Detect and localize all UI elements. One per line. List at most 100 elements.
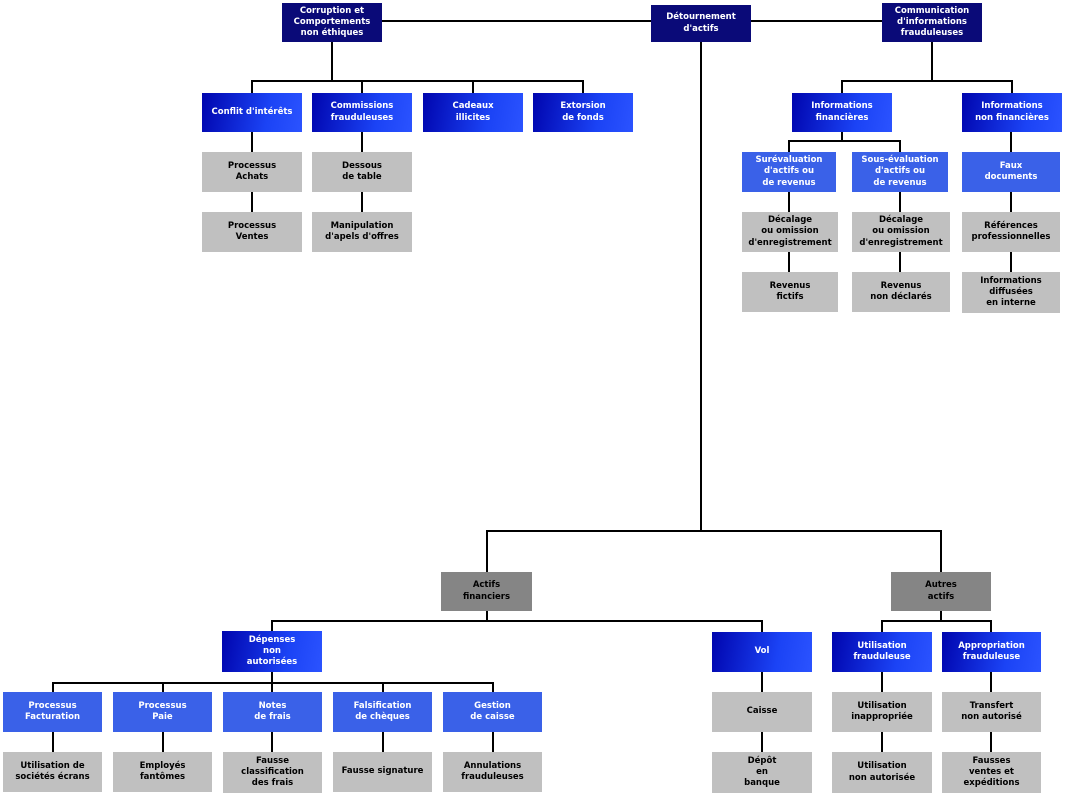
node-vol: Vol [712,632,812,672]
connector-line [271,620,273,631]
connector-line [361,192,363,212]
node-detournement-actifs: Détournement d'actifs [651,5,751,42]
connector-line [492,732,494,752]
connector-line [881,732,883,752]
node-corruption: Corruption et Comportements non éthiques [282,3,382,42]
node-utilisation-inappropriee: Utilisation inappropriée [832,692,932,732]
node-processus-facturation: Processus Facturation [3,692,102,732]
connector-line [990,620,992,632]
connector-line [841,80,843,93]
connector-line [486,611,488,622]
node-informations-diffusees-interne: Informations diffusées en interne [962,272,1060,313]
node-manipulation-apels-offres: Manipulation d'apels d'offres [312,212,412,252]
connector-line [382,732,384,752]
node-processus-achats: Processus Achats [202,152,302,192]
connector-line [492,682,494,692]
node-caisse: Caisse [712,692,812,732]
node-falsification-cheques: Falsification de chèques [333,692,432,732]
connector-line [1010,132,1012,152]
node-notes-de-frais: Notes de frais [223,692,322,732]
connector-line [52,732,54,752]
node-decalage-omission-2: Décalage ou omission d'enregistrement [852,212,950,252]
connector-line [788,140,901,142]
connector-line [841,80,1013,82]
node-depot-en-banque: Dépôt en banque [712,752,812,793]
connector-line [361,80,363,93]
connector-line [162,732,164,752]
node-commissions-frauduleuses: Commissions frauduleuses [312,93,412,132]
connector-line [899,192,901,212]
connector-line [382,20,651,22]
connector-line [881,620,992,622]
node-autres-actifs: Autres actifs [891,572,991,611]
connector-line [940,611,942,622]
node-extorsion-fonds: Extorsion de fonds [533,93,633,132]
connector-line [331,42,333,82]
node-informations-non-financieres: Informations non financières [962,93,1062,132]
connector-line [751,20,882,22]
connector-line [52,682,54,692]
node-gestion-de-caisse: Gestion de caisse [443,692,542,732]
connector-line [271,672,273,684]
connector-line [271,682,273,692]
connector-line [841,132,843,142]
node-depenses-non-autorisees: Dépenses non autorisées [222,631,322,672]
connector-line [1010,192,1012,212]
node-fausse-classification-frais: Fausse classification des frais [223,752,322,793]
connector-line [361,132,363,152]
connector-line [761,620,763,632]
connector-line [251,192,253,212]
connector-line [382,682,384,692]
connector-line [899,140,901,152]
connector-line [990,672,992,692]
connector-line [251,80,584,82]
connector-line [162,682,164,692]
connector-line [788,140,790,152]
node-decalage-omission-1: Décalage ou omission d'enregistrement [742,212,838,252]
connector-line [271,620,762,622]
connector-line [990,732,992,752]
node-faux-documents: Faux documents [962,152,1060,192]
node-conflit-interets: Conflit d'intérêts [202,93,302,132]
connector-line [940,530,942,572]
connector-line [472,80,474,93]
node-utilisation-frauduleuse: Utilisation frauduleuse [832,632,932,672]
connector-line [931,42,933,82]
node-dessous-de-table: Dessous de table [312,152,412,192]
connector-line [881,672,883,692]
node-appropriation-frauduleuse: Appropriation frauduleuse [942,632,1041,672]
node-fausse-signature: Fausse signature [333,752,432,792]
connector-line [486,530,488,572]
node-actifs-financiers: Actifs financiers [441,572,532,611]
connector-line [1010,252,1012,272]
node-surevaluation: Surévaluation d'actifs ou de revenus [742,152,836,192]
connector-line [251,132,253,152]
connector-line [271,732,273,752]
connector-line [700,42,702,532]
node-utilisation-societes-ecrans: Utilisation de sociétés écrans [3,752,102,792]
connector-line [788,192,790,212]
node-fausses-ventes-expeditions: Fausses ventes et expéditions [942,752,1041,793]
connector-line [582,80,584,93]
connector-line [899,252,901,272]
node-references-professionnelles: Références professionnelles [962,212,1060,252]
node-revenus-non-declares: Revenus non déclarés [852,272,950,312]
node-transfert-non-autorise: Transfert non autorisé [942,692,1041,732]
node-communication-frauduleuse: Communication d'informations frauduleuse… [882,3,982,42]
connector-line [881,620,883,632]
node-processus-ventes: Processus Ventes [202,212,302,252]
connector-line [788,252,790,272]
node-revenus-fictifs: Revenus fictifs [742,272,838,312]
connector-line [486,530,942,532]
connector-line [1011,80,1013,93]
node-processus-paie: Processus Paie [113,692,212,732]
connector-line [251,80,253,93]
node-utilisation-non-autorisee: Utilisation non autorisée [832,752,932,793]
node-sous-evaluation: Sous-évaluation d'actifs ou de revenus [852,152,948,192]
connector-line [52,682,494,684]
node-annulations-frauduleuses: Annulations frauduleuses [443,752,542,792]
connector-line [761,672,763,692]
node-cadeaux-illicites: Cadeaux illicites [423,93,523,132]
node-informations-financieres: Informations financières [792,93,892,132]
